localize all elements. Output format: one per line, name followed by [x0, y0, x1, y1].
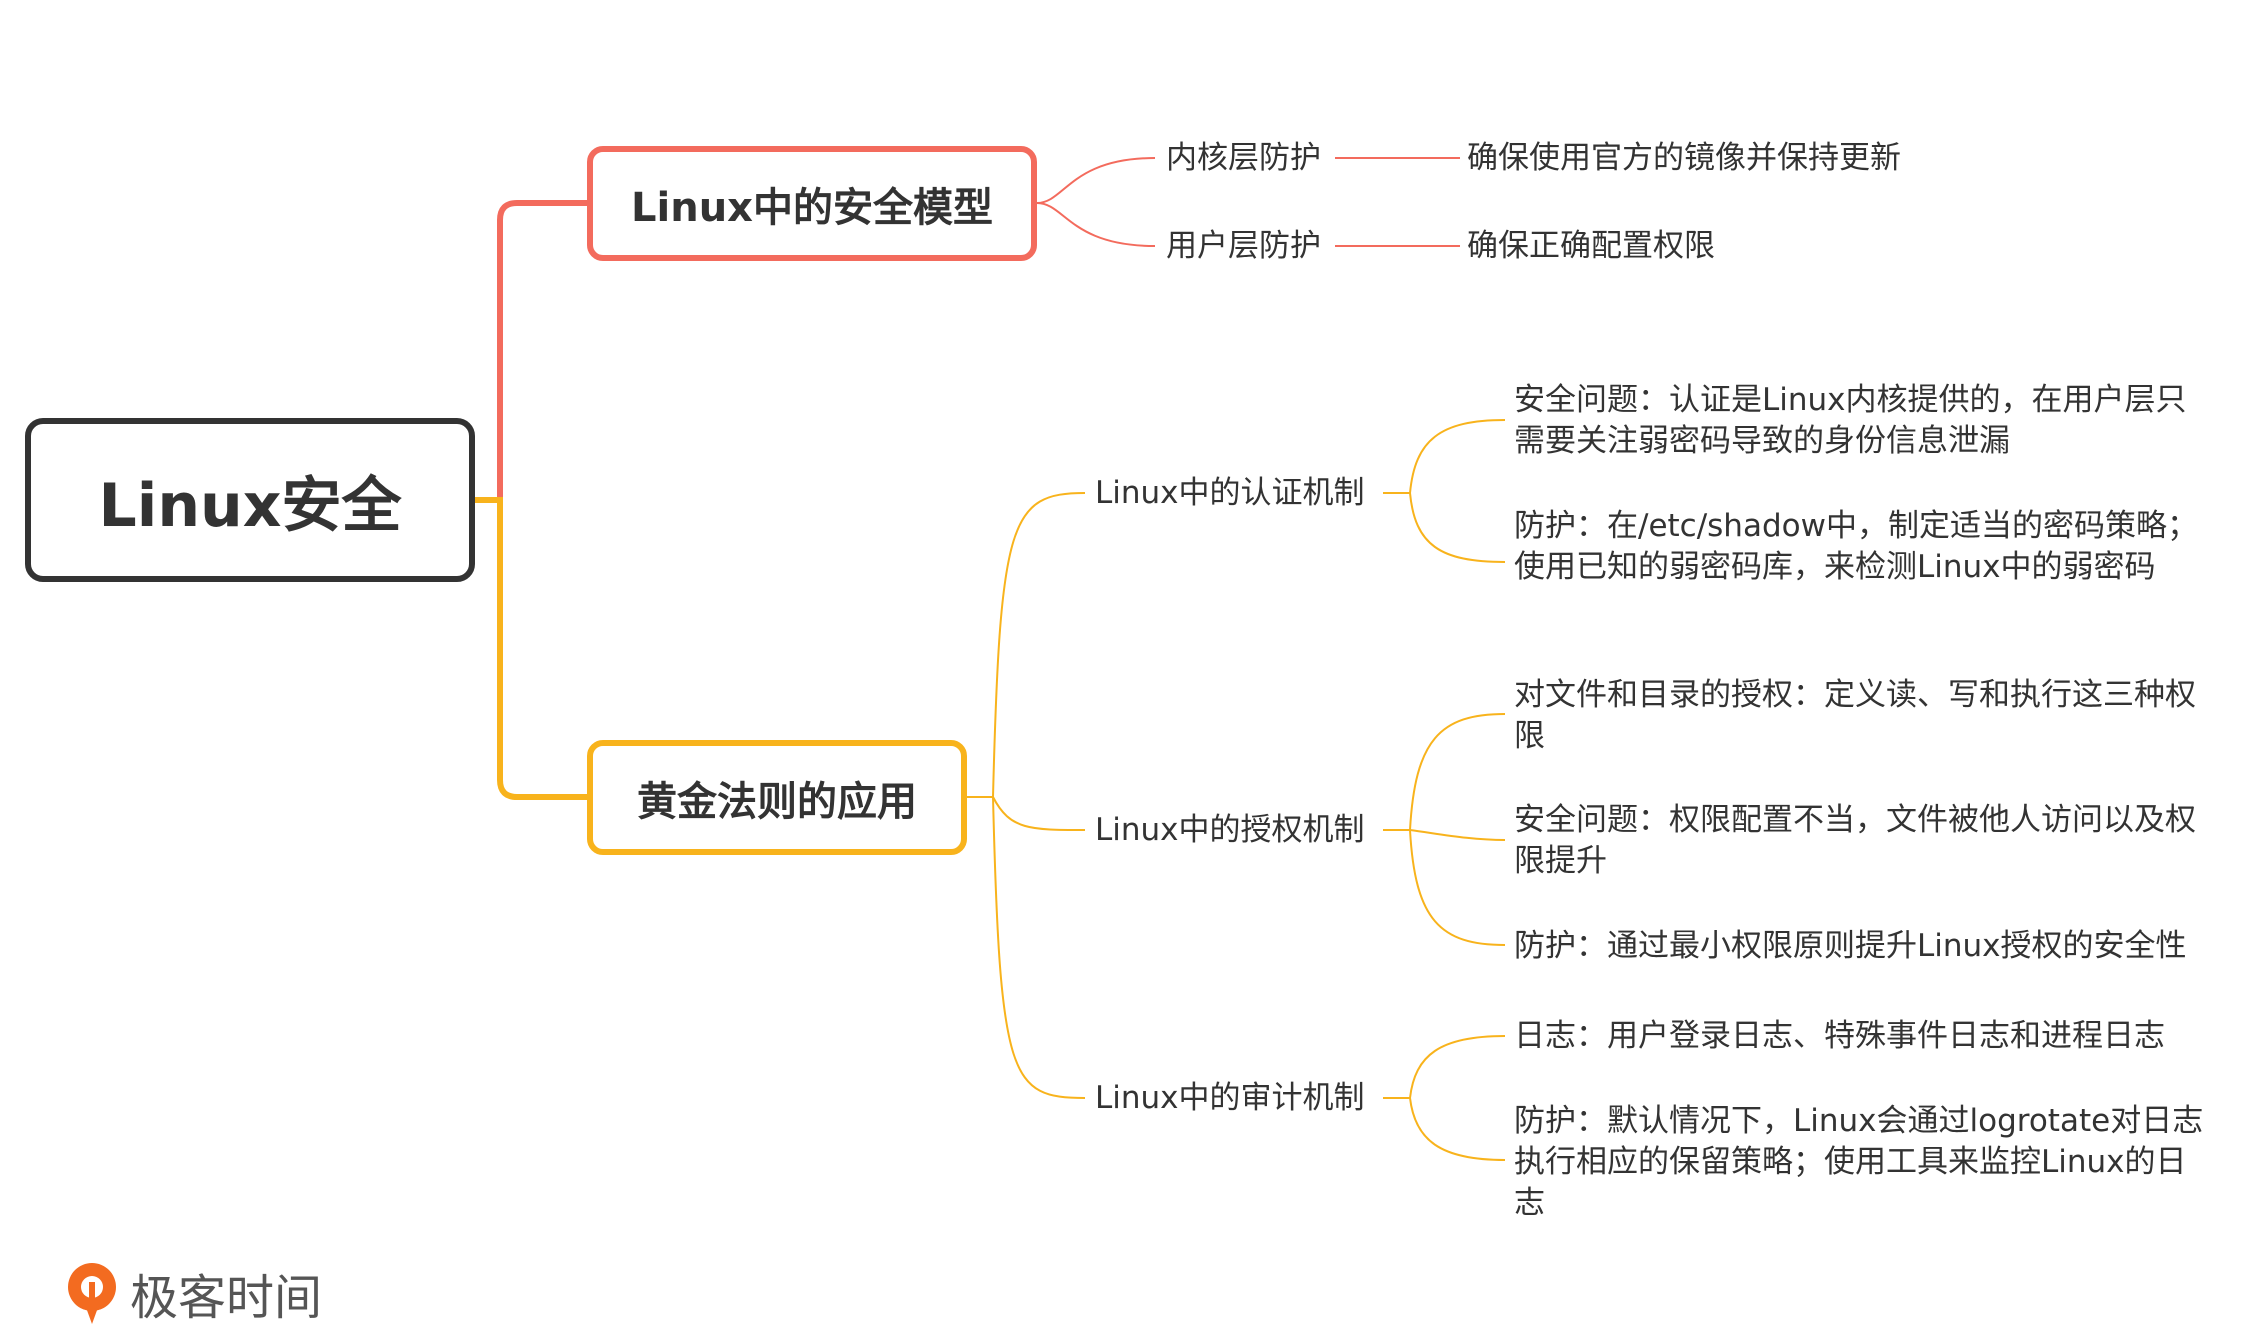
link-audit-leaf2 — [1409, 1097, 1506, 1161]
node-auth-mechanism[interactable]: Linux中的认证机制 — [1095, 475, 1365, 511]
link-auth-leaf2 — [1409, 492, 1506, 563]
geektime-logo-icon — [68, 1263, 116, 1324]
node-authz-mechanism[interactable]: Linux中的授权机制 — [1095, 812, 1365, 848]
branch-label: Linux中的安全模型 — [631, 184, 993, 231]
leaf-auth-issue[interactable]: 安全问题：认证是Linux内核提供的，在用户层只需要关注弱密码导致的身份信息泄漏 — [1514, 382, 2187, 459]
leaf-user-protection[interactable]: 确保正确配置权限 — [1467, 228, 1715, 264]
link-b2-auth — [967, 492, 1086, 798]
link-b2-audit — [992, 796, 1086, 1099]
root-label: Linux安全 — [98, 470, 402, 541]
leaf-authz-protection[interactable]: 防护：通过最小权限原则提升Linux授权的安全性 — [1514, 928, 2187, 964]
link-root-branch2 — [475, 497, 587, 800]
link-auth-leaf1 — [1409, 419, 1506, 494]
leaf-authz-file-dir[interactable]: 对文件和目录的授权：定义读、写和执行这三种权限 — [1514, 677, 2196, 754]
leaf-auth-protection[interactable]: 防护：在/etc/shadow中，制定适当的密码策略；使用已知的弱密码库，来检测… — [1514, 508, 2198, 585]
link-authz-leaf1 — [1409, 713, 1506, 831]
branch-label: 黄金法则的应用 — [637, 778, 917, 825]
leaf-audit-logs[interactable]: 日志：用户登录日志、特殊事件日志和进程日志 — [1514, 1018, 2165, 1054]
link-b2-authz — [992, 796, 1086, 831]
brand-name: 极客时间 — [130, 1270, 323, 1326]
leaf-kernel-protection[interactable]: 确保使用官方的镜像并保持更新 — [1467, 140, 1901, 176]
link-b1-kernel — [1036, 157, 1156, 204]
node-user-protection[interactable]: 用户层防护 — [1166, 228, 1321, 264]
node-kernel-protection[interactable]: 内核层防护 — [1166, 140, 1321, 176]
leaf-audit-protection[interactable]: 防护：默认情况下，Linux会通过logrotate对日志执行相应的保留策略；使… — [1514, 1103, 2204, 1221]
link-authz-leaf3 — [1409, 829, 1506, 946]
link-audit-leaf1 — [1409, 1035, 1506, 1099]
node-audit-mechanism[interactable]: Linux中的审计机制 — [1095, 1080, 1365, 1116]
leaf-authz-issue[interactable]: 安全问题：权限配置不当，文件被他人访问以及权限提升 — [1514, 802, 2196, 879]
link-authz-leaf2 — [1409, 829, 1506, 841]
link-b1-user — [1036, 202, 1156, 247]
branch-golden-rule[interactable]: 黄金法则的应用 — [587, 740, 967, 855]
link-root-branch1 — [475, 200, 587, 503]
branch-security-model[interactable]: Linux中的安全模型 — [587, 146, 1037, 261]
brand-logo: 极客时间 — [62, 1258, 322, 1328]
root-node[interactable]: Linux安全 — [25, 418, 475, 582]
